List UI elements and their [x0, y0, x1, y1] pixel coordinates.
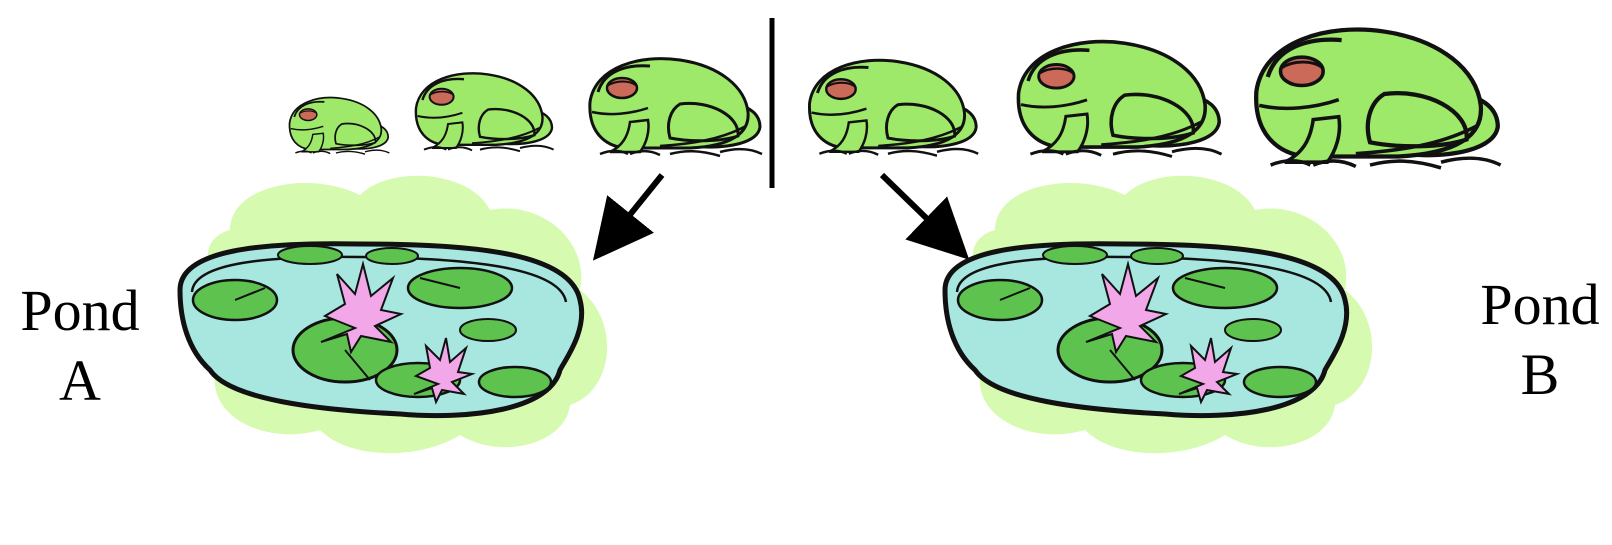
- frog-right-medium: [1018, 42, 1221, 157]
- frog-right-large: [1256, 30, 1500, 168]
- pond-a-letter: A: [0, 346, 160, 416]
- pond-b-letter: B: [1460, 340, 1612, 410]
- pond-a-label: Pond A: [0, 276, 160, 415]
- arrow-to-pond-b: [882, 175, 952, 243]
- frog-left-small: [290, 98, 390, 154]
- pond-a-illustration: [180, 176, 607, 453]
- frog-left-large: [590, 59, 762, 156]
- pond-a-word: Pond: [0, 276, 160, 346]
- pond-b-illustration: [945, 176, 1372, 453]
- pond-b-label: Pond B: [1460, 270, 1612, 409]
- pond-b-word: Pond: [1460, 270, 1612, 340]
- arrow-to-pond-a: [608, 175, 662, 242]
- frog-left-medium: [416, 73, 554, 151]
- frog-right-small: [809, 60, 978, 155]
